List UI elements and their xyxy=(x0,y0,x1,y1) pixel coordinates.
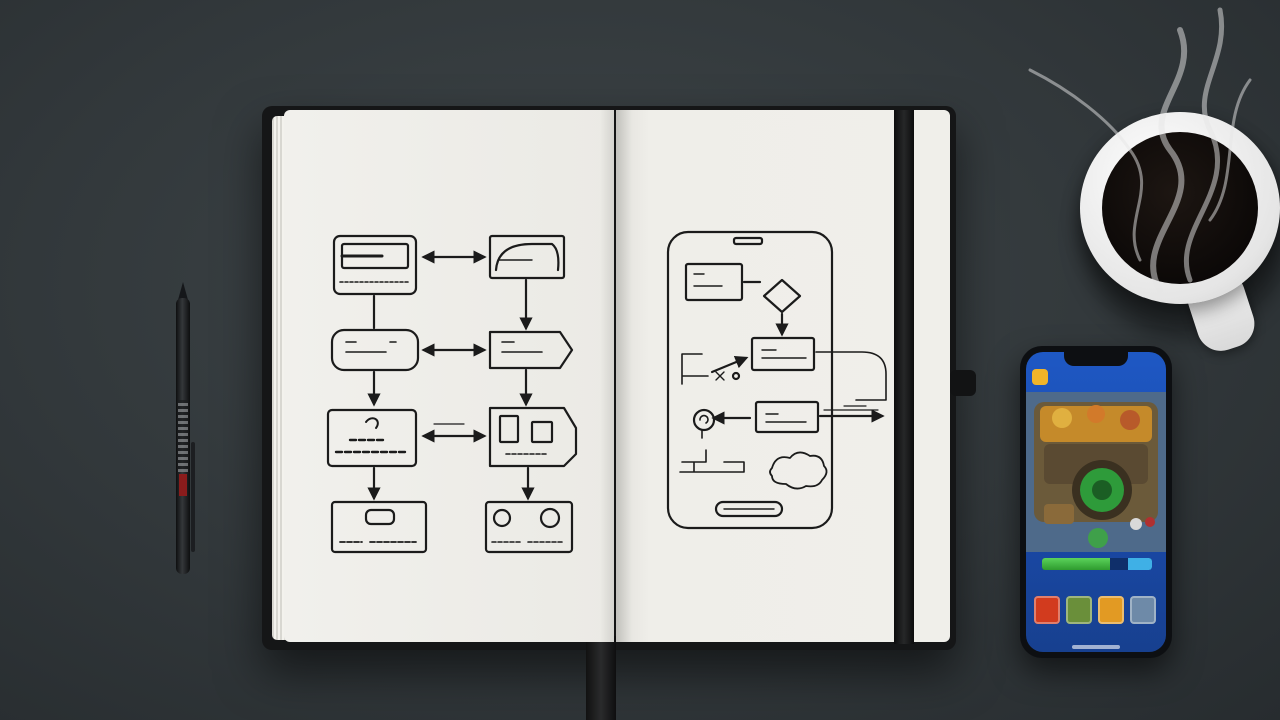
flow-diagram-sketch xyxy=(326,234,578,554)
pen-tip xyxy=(178,282,188,300)
notebook-sketches xyxy=(284,110,950,642)
coffee-liquid xyxy=(1102,132,1258,284)
notebook-elastic-strap xyxy=(894,110,914,644)
pen-loop xyxy=(950,370,976,396)
pen xyxy=(172,282,196,574)
game-app-icon xyxy=(1032,369,1048,385)
game-progress-bar xyxy=(1042,558,1152,570)
game-progress-cap xyxy=(1128,558,1152,570)
game-item-tile xyxy=(1098,596,1124,624)
steam xyxy=(1010,0,1280,300)
pen-accent xyxy=(179,474,187,496)
game-item-tile xyxy=(1066,596,1092,624)
page-stack-edge xyxy=(272,116,286,640)
phone-home-indicator xyxy=(1072,645,1120,649)
bookmark-ribbon xyxy=(586,636,616,720)
game-top-bar xyxy=(1026,366,1166,392)
pen-clip xyxy=(191,442,195,552)
game-item-tile xyxy=(1130,596,1156,624)
game-title xyxy=(1066,370,1126,384)
phone-screen xyxy=(1026,352,1166,652)
game-artwork xyxy=(1026,392,1166,552)
notebook-gutter xyxy=(600,110,632,642)
game-progress-fill xyxy=(1042,558,1110,570)
phone-wireframe-sketch xyxy=(666,230,887,530)
phone-notch xyxy=(1064,352,1128,366)
pen-grip-band xyxy=(178,400,188,472)
game-item-tiles xyxy=(1034,596,1158,626)
notebook-left-page xyxy=(284,110,614,642)
game-item-tile xyxy=(1034,596,1060,624)
